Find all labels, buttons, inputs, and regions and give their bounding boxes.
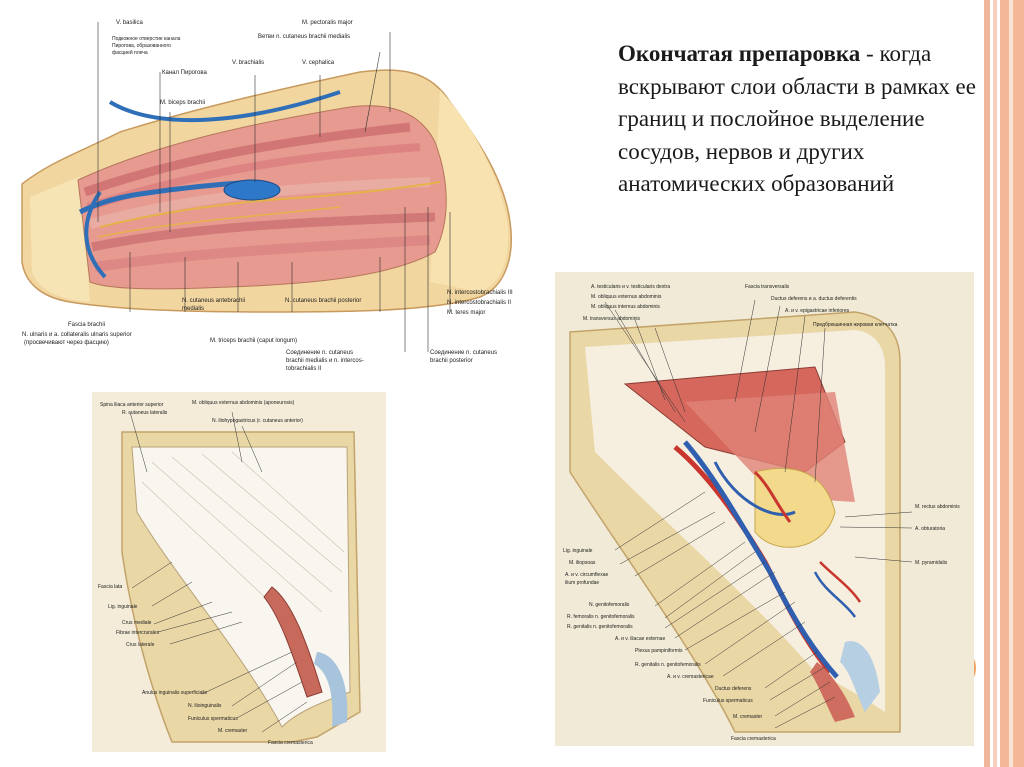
definition-body: - когда вскрывают слои области в рамках …: [618, 41, 976, 196]
label-branches-cutaneus: Ветви n. cutaneus brachii medialis: [258, 34, 350, 40]
label-ductus-deferens: Ductus deferens и a. ductus deferentis: [771, 296, 857, 302]
label-iliohypogastricus: N. iliohypogastricus (r. cutaneus anteri…: [212, 418, 303, 424]
inguinal-deep-figure: A. testicularis и v. testicularis dextra…: [555, 272, 974, 746]
label-intercosto-iii: N. intercostobrachialis III: [447, 290, 513, 296]
label-fascia-transversalis: Fascia transversalis: [745, 284, 790, 290]
border-stripe: [984, 0, 990, 767]
label-cutaneus-antebrachii-2: medialis: [182, 306, 204, 312]
label-intercosto-ii: N. intercostobrachialis II: [447, 300, 511, 306]
label-plexus: Plexus pampiniformis: [635, 648, 683, 654]
label-circumflexae: A. и v. circumflexae: [565, 572, 608, 578]
label-fascia-cremasterica-r: Fascia cremasterica: [731, 736, 776, 742]
label-r-femoralis: R. femoralis n. genitofemoralis: [567, 614, 635, 620]
border-stripe: [993, 0, 997, 767]
label-crus-mediale: Crus mediale: [122, 620, 152, 626]
label-cutaneus-antebrachii: N. cutaneus antebrachii: [182, 298, 245, 304]
label-fat-tissue: Предбрюшинная жировая клетчатка: [813, 322, 898, 328]
label-junction-1b: brachii medialis и n. intercos-: [286, 358, 364, 364]
label-spina-iliaca: Spina iliaca anterior superior: [100, 402, 164, 408]
label-funiculus-r: Funiculus spermaticus: [703, 698, 753, 704]
definition-heading: Окончатая препаровка: [618, 41, 861, 66]
label-cremaster: M. cremaster: [218, 728, 248, 734]
label-crus-laterale: Crus laterale: [126, 642, 155, 648]
label-r-genitalis-2: R. genitalis n. genitofemoralis: [635, 662, 701, 668]
label-iliopsoas: M. iliopsoas: [569, 560, 596, 566]
label-genitofemoralis: N. genitofemoralis: [589, 602, 630, 608]
label-triceps: M. triceps brachii (caput longum): [210, 338, 297, 344]
label-cremastericae: A. и v. cremastericae: [667, 674, 714, 680]
arm-dissection-figure: V. basilica Подкожное отверстие канала П…: [10, 12, 530, 382]
label-fascia-lata: Fascia lata: [98, 584, 122, 590]
label-funiculus: Funiculus spermaticus: [188, 716, 238, 722]
label-obliquus-ext-r: M. obliquus externus abdominis: [591, 294, 662, 300]
label-transversus: M. transversus abdominis: [583, 316, 640, 322]
label-pyramidalis: M. pyramidalis: [915, 560, 948, 566]
label-iliacae-ext: A. и v. iliacae externae: [615, 636, 665, 642]
label-r-cutaneus: R. cutaneus lateralis: [122, 410, 168, 416]
label-canal-opening: Подкожное отверстие канала: [112, 36, 181, 42]
label-pectoralis: M. pectoralis major: [302, 20, 353, 26]
label-canal-opening-3: фасцией плеча: [112, 49, 148, 56]
label-biceps: M. biceps brachii: [160, 100, 205, 106]
label-fibrae: Fibrae intercrurales: [116, 630, 160, 636]
label-v-brachialis: V. brachialis: [232, 60, 264, 66]
label-junction-2: Соединение n. cutaneus: [430, 350, 497, 356]
label-circumflexae-2: ilium profundae: [565, 580, 599, 586]
label-canal-opening-2: Пирогова, образованного: [112, 43, 171, 49]
label-obliquus-int-r: M. obliquus internus abdominis: [591, 304, 660, 310]
label-junction-2b: brachii posterior: [430, 358, 473, 364]
label-anulus: Anulus inguinalis superficialis: [142, 690, 208, 696]
label-ductus-deferens-2: Ductus deferens: [715, 686, 752, 692]
label-r-genitalis: R. genitalis n. genitofemoralis: [567, 624, 633, 630]
label-junction-1c: tobrachialis II: [286, 366, 322, 372]
label-fascia-cremasterica: Fascia cremasterica: [268, 740, 313, 746]
label-ilioinguinalis: N. ilioinguinalis: [188, 703, 222, 709]
inguinal-superficial-figure: Spina iliaca anterior superior R. cutane…: [92, 392, 386, 752]
label-a-testicularis: A. testicularis и v. testicularis dextra: [591, 284, 670, 290]
label-obliquus-ext: M. obliquus externus abdominis (aponeuro…: [192, 400, 295, 406]
label-cutaneus-posterior: N. cutaneus brachii posterior: [285, 298, 361, 304]
label-epigastricae: A. и v. epigastricae inferiores: [785, 308, 850, 314]
label-fascia-brachii: Fascia brachii: [68, 322, 105, 328]
label-obturatoria: A. obturatoria: [915, 526, 945, 532]
label-teres-major: M. teres major: [447, 310, 485, 316]
label-cremaster-r: M. cremaster: [733, 714, 763, 720]
label-rectus: M. rectus abdominis: [915, 504, 960, 510]
label-lig-inguinale: Lig. inguinale: [108, 604, 138, 610]
label-pirogov-canal: Канал Пирогова: [162, 70, 208, 76]
label-n-ulnaris-2: (просвечивают через фасцию): [24, 340, 109, 346]
label-v-cephalica: V. cephalica: [302, 60, 335, 66]
definition-text: Окончатая препаровка - когда вскрывают с…: [618, 38, 978, 201]
label-junction-1: Соединение n. cutaneus: [286, 350, 353, 356]
label-v-basilica: V. basilica: [116, 20, 143, 26]
border-stripe: [1009, 0, 1013, 767]
label-lig-inguinale-r: Lig. inguinale: [563, 548, 593, 554]
label-n-ulnaris: N. ulnaris и a. collateralis ulnaris sup…: [22, 332, 132, 338]
